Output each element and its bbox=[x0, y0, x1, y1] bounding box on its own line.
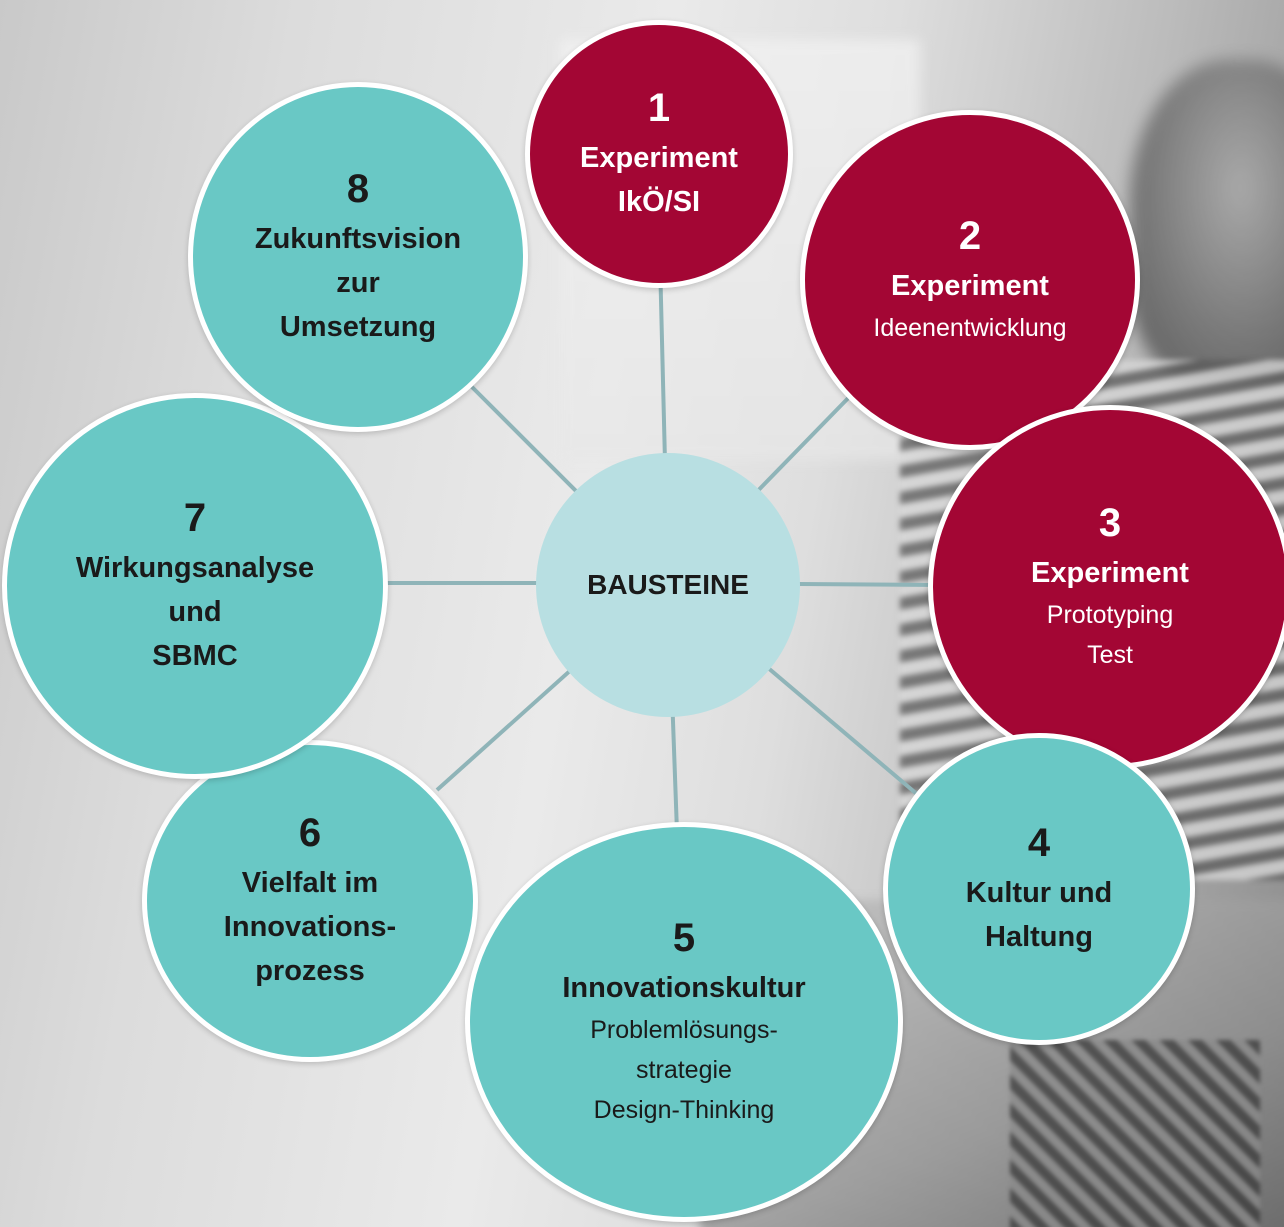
node-5-subtitle: Problemlösungs- strategie Design-Thinkin… bbox=[590, 1016, 778, 1124]
node-6-title: Vielfalt im Innovations- prozess bbox=[223, 867, 397, 987]
node-3-number: 3 bbox=[1098, 501, 1122, 545]
node-7-title: Wirkungsanalyse und SBMC bbox=[75, 552, 315, 672]
node-1-experiment-iko-si: 1 Experiment IkÖ/SI bbox=[525, 20, 793, 288]
node-2-number: 2 bbox=[958, 214, 982, 258]
node-7-number: 7 bbox=[183, 496, 207, 540]
node-4-title: Kultur und Haltung bbox=[965, 877, 1113, 953]
node-2-title: Experiment bbox=[891, 270, 1049, 302]
node-8-number: 8 bbox=[346, 167, 370, 211]
node-4-kultur-haltung: 4 Kultur und Haltung bbox=[883, 733, 1195, 1045]
node-4-number: 4 bbox=[1027, 821, 1051, 865]
node-6-vielfalt: 6 Vielfalt im Innovations- prozess bbox=[142, 740, 478, 1062]
node-5-number: 5 bbox=[672, 916, 696, 960]
node-3-title: Experiment bbox=[1031, 557, 1189, 589]
node-6-number: 6 bbox=[298, 811, 322, 855]
node-7-wirkungsanalyse: 7 Wirkungsanalyse und SBMC bbox=[2, 393, 388, 779]
node-5-innovationskultur: 5 Innovationskultur Problemlösungs- stra… bbox=[465, 822, 903, 1222]
node-1-title: Experiment IkÖ/SI bbox=[580, 142, 738, 218]
node-5-title: Innovationskultur bbox=[562, 972, 806, 1004]
background-person bbox=[1130, 60, 1284, 380]
node-2-subtitle: Ideenentwicklung bbox=[873, 314, 1067, 342]
node-3-subtitle: Prototyping Test bbox=[1046, 601, 1174, 669]
center-label: BAUSTEINE bbox=[587, 569, 749, 600]
background-crate bbox=[1010, 1040, 1260, 1227]
node-8-title: Zukunftsvision zur Umsetzung bbox=[254, 223, 462, 343]
center-node: BAUSTEINE bbox=[536, 453, 800, 717]
node-8-zukunftsvision: 8 Zukunftsvision zur Umsetzung bbox=[188, 82, 528, 432]
node-2-experiment-ideenentwicklung: 2 Experiment Ideenentwicklung bbox=[800, 110, 1140, 450]
node-3-experiment-prototyping: 3 Experiment Prototyping Test bbox=[928, 405, 1284, 769]
node-1-number: 1 bbox=[647, 86, 671, 130]
